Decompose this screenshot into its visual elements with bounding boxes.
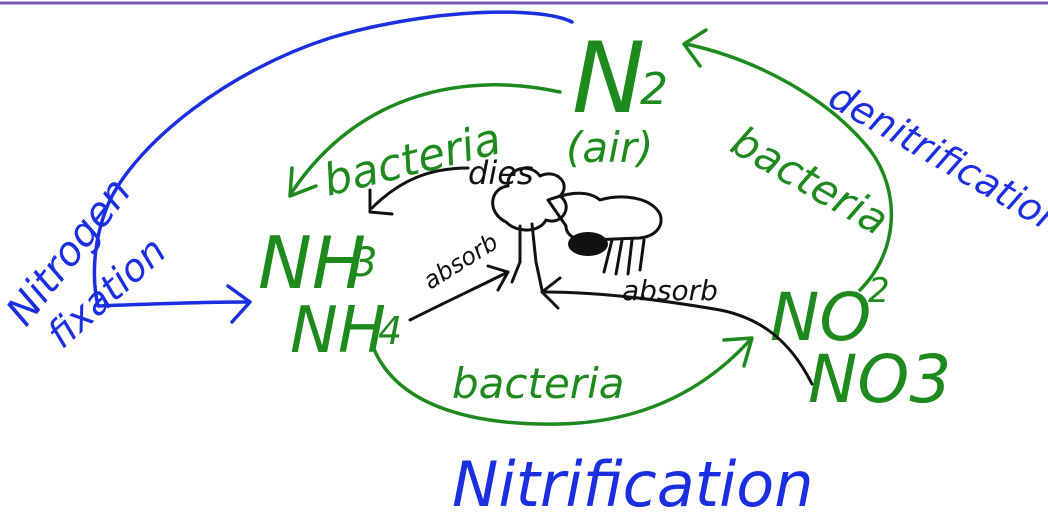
nh3-label: NH [258,221,366,305]
nh4-subscript: 4 [378,309,402,353]
bacteria-bottom-label: bacteria [452,359,624,408]
animal-head [568,232,608,256]
nitrification-label: Nitrification [452,448,814,521]
n2-node: N 2 (air) [566,22,668,172]
nh4-node: NH 4 [290,294,402,368]
air-label: (air) [566,123,653,172]
n2-label: N [572,22,645,136]
absorb-right-label: absorb [622,274,718,307]
nh3-subscript: 3 [352,240,377,286]
plant-roots [512,262,542,290]
dies-label: dies [468,154,534,192]
no3-label: NO3 [808,341,951,418]
nh3-node: NH 3 [258,221,377,305]
no3-node: NO3 [808,341,951,418]
n2-subscript: 2 [640,64,668,115]
animal-legs [604,240,644,274]
absorb-left-label: absorb [418,228,503,295]
nitrogen-fixation-arrowhead [228,286,250,322]
nh4-label: NH [290,294,386,368]
